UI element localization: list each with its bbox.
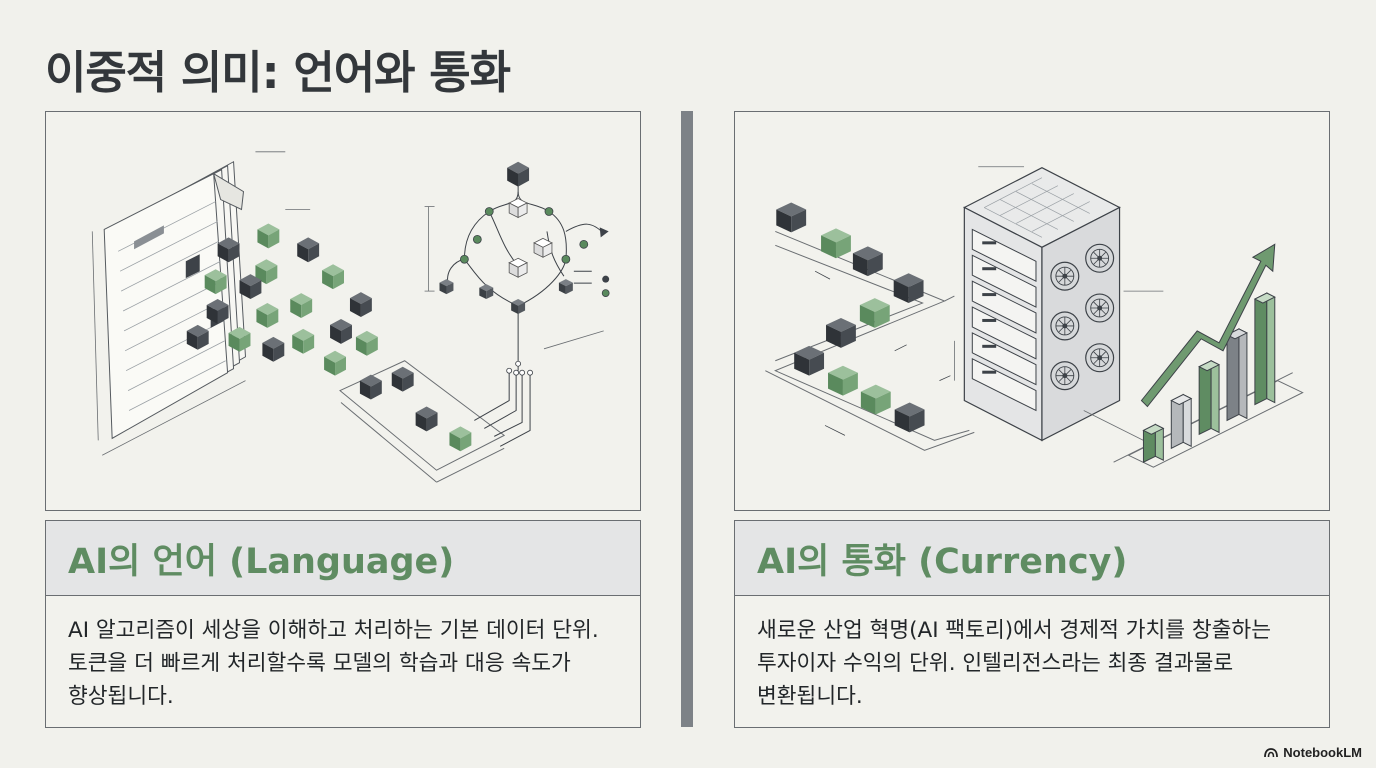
notebooklm-logo-icon: [1264, 747, 1279, 757]
currency-panel: AI의 통화 (Currency) 새로운 산업 혁명(AI 팩토리)에서 경제…: [734, 111, 1330, 728]
tokens-server-growth-chart-icon: [765, 166, 1304, 468]
currency-description: 새로운 산업 혁명(AI 팩토리)에서 경제적 가치를 창출하는 투자이자 수익…: [734, 596, 1330, 728]
language-description: AI 알고리즘이 세상을 이해하고 처리하는 기본 데이터 단위. 토큰을 더 …: [45, 596, 641, 728]
brand-label: NotebookLM: [1283, 745, 1362, 760]
panel-divider: [681, 111, 693, 727]
notebooklm-brand: NotebookLM: [1264, 745, 1362, 760]
language-illustration: [45, 111, 641, 511]
language-panel: AI의 언어 (Language) AI 알고리즘이 세상을 이해하고 처리하는…: [45, 111, 641, 728]
currency-heading: AI의 통화 (Currency): [734, 520, 1330, 596]
currency-illustration: [734, 111, 1330, 511]
document-tokens-network-icon: [91, 151, 610, 483]
page-title: 이중적 의미: 언어와 통화: [45, 46, 511, 99]
language-heading: AI의 언어 (Language): [45, 520, 641, 596]
